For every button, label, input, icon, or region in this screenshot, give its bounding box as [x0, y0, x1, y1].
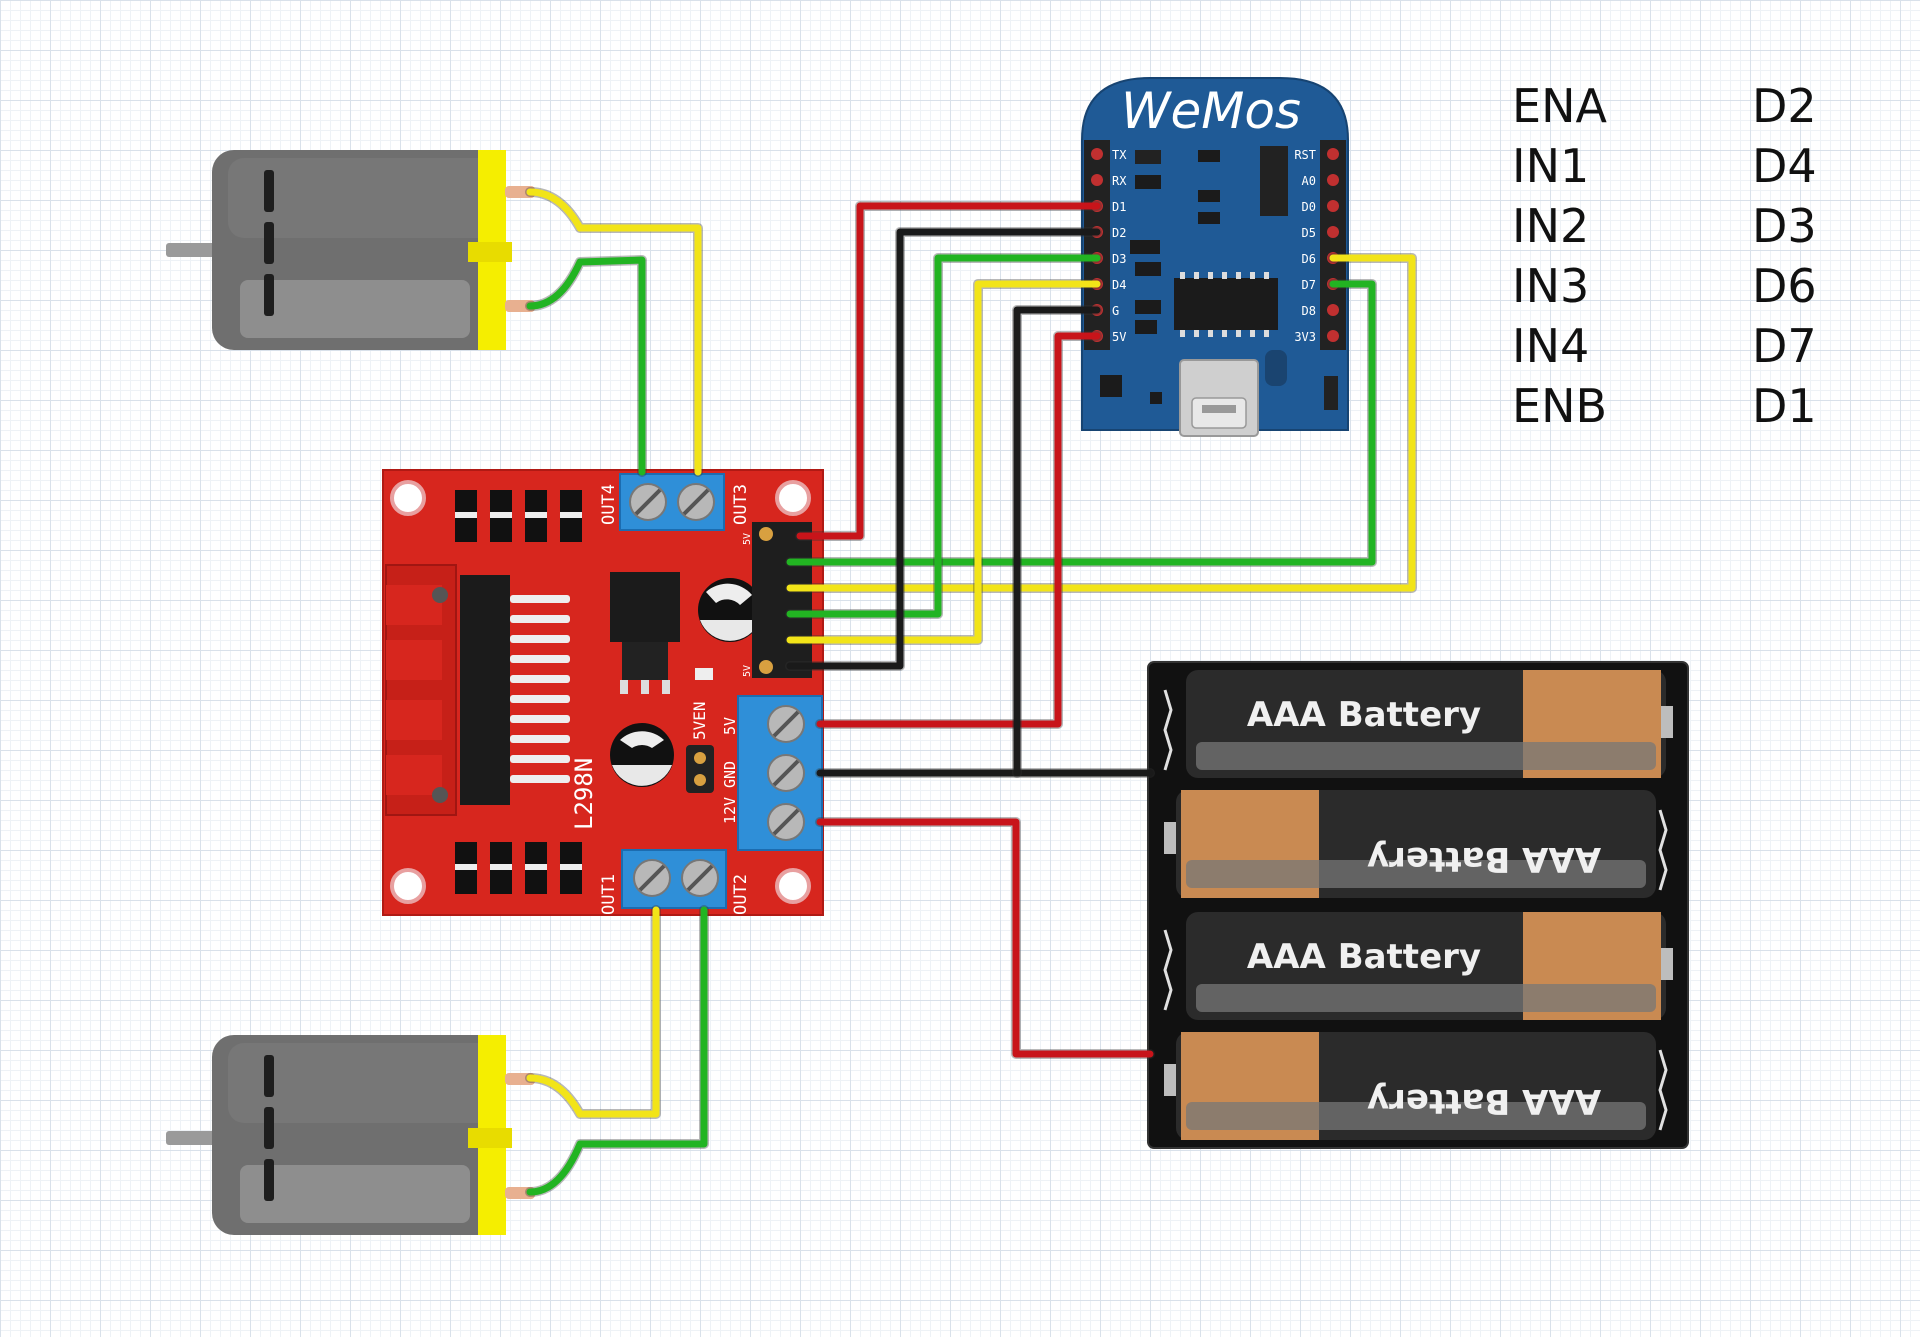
cell-label: AAA Battery [1367, 1081, 1601, 1121]
wire-green-in2-d3[interactable] [786, 254, 1101, 618]
wire-red-enb-d1[interactable] [796, 202, 1101, 540]
cell-label: AAA Battery [1247, 937, 1481, 977]
mount-hole [775, 480, 811, 516]
mapping-signal: ENA [1512, 79, 1607, 133]
jumper-5ven: 5VEN [686, 701, 714, 793]
battery-cell: AAA Battery [1186, 912, 1673, 1020]
motor-bottom [166, 1035, 535, 1235]
svg-text:D3: D3 [1112, 252, 1126, 266]
wemos-left-pin-labels: TX RX D1 D2 D3 D4 G 5V [1112, 148, 1127, 344]
svg-text:D5: D5 [1302, 226, 1316, 240]
wemos-right-pin-labels: RST A0 D0 D5 D6 D7 D8 3V3 [1294, 148, 1316, 344]
holder-body [1147, 661, 1689, 1149]
usb-port [1179, 359, 1259, 437]
motor-shaft [166, 1131, 216, 1145]
svg-text:G: G [1112, 304, 1119, 318]
wemos-left-header [1084, 140, 1110, 350]
terminal-out1-out2: OUT1 OUT2 [599, 849, 751, 915]
mapping-signal: IN3 [1512, 259, 1589, 313]
wemos-smd-parts [1100, 146, 1288, 404]
motor-shaft [166, 243, 216, 257]
mount-hole [390, 868, 426, 904]
mapping-signal: ENB [1512, 379, 1607, 433]
mapping-signal: IN2 [1512, 199, 1589, 253]
control-header: 5V 5V [742, 522, 812, 678]
wire-red-5v[interactable] [816, 332, 1101, 728]
reset-button[interactable] [1324, 376, 1338, 410]
mapping-pin: D2 [1752, 79, 1817, 133]
diodes-top [455, 490, 582, 542]
heatsink [385, 564, 510, 816]
wire-black-ena-d2[interactable] [786, 228, 1101, 670]
svg-text:TX: TX [1112, 148, 1127, 162]
wire-green-in4-d7[interactable] [786, 280, 1376, 566]
wire-black-gnd-wemos[interactable] [1013, 306, 1101, 777]
mapping-pin: D1 [1752, 379, 1817, 433]
wemos-d1-mini: WeMos TX RX D1 [1081, 77, 1349, 437]
motor-top [166, 150, 535, 350]
pwr-gnd-label: GND [721, 761, 739, 788]
mapping-pin: D7 [1752, 319, 1817, 373]
svg-text:D0: D0 [1302, 200, 1316, 214]
svg-text:D2: D2 [1112, 226, 1126, 240]
wire-green-motor-bottom[interactable] [526, 906, 708, 1196]
wire-yellow-motor-bottom[interactable] [526, 906, 660, 1118]
mount-hole [390, 480, 426, 516]
mapping-pin: D3 [1752, 199, 1817, 253]
diodes-bottom [455, 842, 582, 894]
out2-label: OUT2 [731, 874, 751, 915]
wire-green-motor-top[interactable] [526, 256, 646, 476]
svg-text:RX: RX [1112, 174, 1127, 188]
out4-label: OUT4 [599, 484, 619, 525]
wire-yellow-motor-top[interactable] [526, 188, 702, 476]
pin-mapping-table: ENA D2 IN1 D4 IN2 D3 IN3 D6 IN4 D7 ENB D… [1512, 79, 1817, 433]
wire-red-12v-battery[interactable] [816, 818, 1154, 1058]
pin-5v-bottom-label: 5V [742, 665, 753, 677]
svg-text:D7: D7 [1302, 278, 1316, 292]
pwr-12v-label: 12V [721, 797, 739, 824]
voltage-regulator [610, 572, 680, 694]
wemos-right-header [1320, 140, 1346, 350]
svg-text:5VEN: 5VEN [690, 701, 709, 740]
chip-label: L298N [570, 758, 598, 830]
mapping-signal: IN1 [1512, 139, 1589, 193]
cell-label: AAA Battery [1247, 695, 1481, 735]
capacitor [610, 723, 674, 787]
svg-text:D1: D1 [1112, 200, 1126, 214]
pwr-5v-label: 5V [721, 717, 739, 735]
out1-label: OUT1 [599, 874, 619, 915]
svg-text:D6: D6 [1302, 252, 1316, 266]
svg-text:D4: D4 [1112, 278, 1126, 292]
cell-label: AAA Battery [1367, 839, 1601, 879]
l298n-chip-pins [510, 595, 570, 783]
led [695, 668, 713, 680]
battery-cell: AAA Battery [1164, 1032, 1656, 1140]
svg-text:A0: A0 [1302, 174, 1316, 188]
terminal-out4-out3: OUT4 OUT3 [599, 473, 751, 531]
out3-label: OUT3 [731, 484, 751, 525]
battery-holder: AAA Battery AAA Battery AAA Battery AAA … [1147, 661, 1689, 1149]
svg-text:RST: RST [1294, 148, 1316, 162]
terminal-power [737, 695, 823, 851]
mapping-pin: D4 [1752, 139, 1817, 193]
battery-cell: AAA Battery [1164, 790, 1656, 898]
l298n-board: L298N 5VEN 12V GND 5V [382, 469, 824, 916]
capacitor [698, 578, 762, 642]
wemos-chip [1174, 278, 1278, 330]
mount-hole [775, 868, 811, 904]
pin-5v-top-label: 5V [742, 533, 753, 545]
mapping-signal: IN4 [1512, 319, 1589, 373]
mapping-pin: D6 [1752, 259, 1817, 313]
wemos-logo: WeMos [1121, 82, 1301, 140]
svg-text:D8: D8 [1302, 304, 1316, 318]
wire-yellow-in3-d6[interactable] [786, 254, 1416, 592]
svg-text:3V3: 3V3 [1294, 330, 1316, 344]
svg-text:5V: 5V [1112, 330, 1126, 344]
battery-cell: AAA Battery [1186, 670, 1673, 778]
wire-yellow-in1-d4[interactable] [786, 280, 1101, 644]
